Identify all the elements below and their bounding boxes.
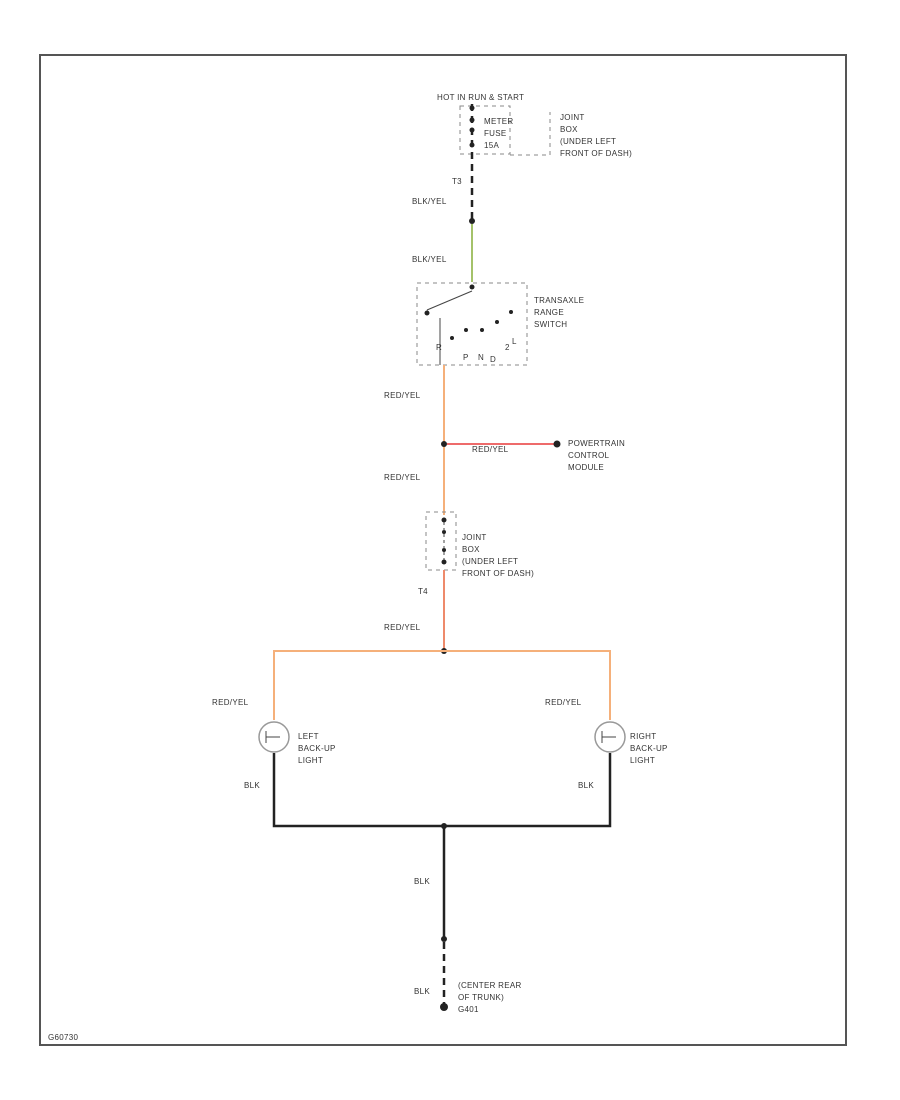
splice-dot xyxy=(469,218,475,224)
switch-contact-dot xyxy=(509,310,513,314)
ground-point xyxy=(440,1003,448,1011)
fuse-terminal-dot xyxy=(469,117,475,123)
right-light-label: RIGHT BACK-UP LIGHT xyxy=(630,732,670,765)
diagram-frame xyxy=(39,54,847,1046)
switch-input-dot xyxy=(469,284,475,290)
wire-blk-yel-label-2: BLK/YEL xyxy=(412,255,447,264)
meter-fuse-label: METER FUSE 15A xyxy=(484,117,516,150)
wire-red-yel-label-2: RED/YEL xyxy=(384,473,421,482)
pcm-connector-dot xyxy=(553,440,561,448)
joint-box-bottom-outline xyxy=(425,511,457,571)
transaxle-switch-label: TRANSAXLE RANGE SWITCH xyxy=(534,296,587,329)
switch-contact-dot xyxy=(495,320,499,324)
wire-red-yel-branch-label: RED/YEL xyxy=(472,445,509,454)
joint-box-terminal-dot xyxy=(442,530,446,534)
joint-box-top-outline xyxy=(459,105,511,155)
wire-t3-label: T3 xyxy=(452,177,462,186)
switch-position-label: R xyxy=(436,343,442,352)
switch-position-label: N xyxy=(478,353,484,362)
ground-location-label: (CENTER REAR OF TRUNK) G401 xyxy=(458,981,524,1014)
red-yel-distribution-wire xyxy=(273,650,611,720)
switch-position-label: P xyxy=(463,353,469,362)
pcm-label: POWERTRAIN CONTROL MODULE xyxy=(568,439,628,472)
top-circuit-label: HOT IN RUN & START xyxy=(437,93,524,102)
joint-box-terminal-dot xyxy=(441,517,447,523)
figure-id: G60730 xyxy=(48,1033,79,1042)
switch-pole-dot xyxy=(424,310,430,316)
splice-dot xyxy=(441,441,447,447)
wire-blk-left-label: BLK xyxy=(244,781,260,790)
left-light-label: LEFT BACK-UP LIGHT xyxy=(298,732,338,765)
joint-box-terminal-dot xyxy=(442,548,446,552)
wire-blk-yel-label-1: BLK/YEL xyxy=(412,197,447,206)
fuse-terminal-dot xyxy=(469,142,475,148)
switch-position-label: D xyxy=(490,355,496,364)
wire-blk-main-label: BLK xyxy=(414,877,430,886)
wire-t4-label: T4 xyxy=(418,587,428,596)
switch-position-label: 2 xyxy=(505,343,510,352)
joint-box-terminal-dot xyxy=(441,559,447,565)
wire-blk-ground-label: BLK xyxy=(414,987,430,996)
switch-contact-dot xyxy=(464,328,468,332)
blk-ground-wire xyxy=(272,753,612,828)
joint-box-leader xyxy=(510,112,551,156)
wire-red-yel-label-1: RED/YEL xyxy=(384,391,421,400)
switch-contact-arm xyxy=(426,290,473,311)
switch-contact-dot xyxy=(480,328,484,332)
wire-red-yel-label-3: RED/YEL xyxy=(384,623,421,632)
fuse-terminal-dot xyxy=(469,127,475,133)
wire-blk-right-label: BLK xyxy=(578,781,594,790)
fuse-terminal-dot xyxy=(469,105,475,111)
wire-red-yel-right-label: RED/YEL xyxy=(545,698,582,707)
switch-position-label: L xyxy=(512,337,517,346)
joint-box-top-label: JOINT BOX (UNDER LEFT FRONT OF DASH) xyxy=(560,113,632,158)
joint-box-bottom-label: JOINT BOX (UNDER LEFT FRONT OF DASH) xyxy=(462,533,534,578)
switch-contact-dot xyxy=(450,336,454,340)
transaxle-switch-box xyxy=(416,282,528,366)
splice-dot xyxy=(441,936,447,942)
wire-red-yel-left-label: RED/YEL xyxy=(212,698,249,707)
